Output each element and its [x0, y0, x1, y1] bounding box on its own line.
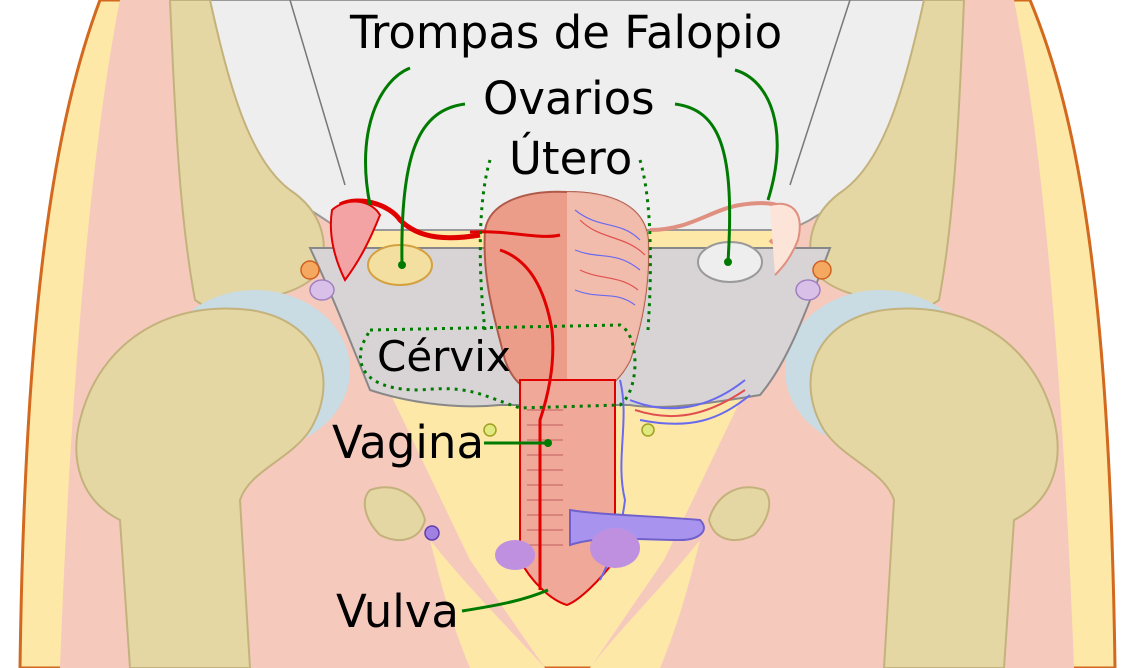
- cervix-outline: [358, 323, 637, 410]
- label-ovaries: Ovarios: [483, 72, 655, 125]
- label-cervix: Cérvix: [377, 332, 511, 381]
- leader-trompas-left: [364, 66, 411, 206]
- left-iliac-bone: [168, 0, 325, 312]
- leader-trompas-right: [734, 68, 779, 201]
- label-vulva: Vulva: [336, 585, 459, 638]
- leader-vulva: [461, 588, 549, 613]
- right-inner-thigh: [590, 540, 700, 668]
- leader-dot-vagina: [544, 439, 552, 447]
- left-inner-thigh: [430, 540, 545, 668]
- left-obturator-node: [483, 423, 497, 437]
- left-fimbriae: [329, 200, 382, 282]
- vagina-rugae: [527, 409, 563, 546]
- leader-ovarios-right: [674, 102, 732, 263]
- left-pubic-bone: [363, 486, 427, 541]
- leader-ovarios-left: [400, 102, 466, 266]
- left-femur: [75, 307, 325, 668]
- vestibular-bulb-right: [590, 528, 640, 568]
- left-lymph-node: [300, 260, 320, 280]
- label-fallopian-tubes: Trompas de Falopio: [350, 6, 783, 59]
- vagina-canal: [519, 379, 616, 607]
- right-femur: [809, 307, 1059, 668]
- right-fimbriae: [769, 202, 801, 276]
- label-vagina: Vagina: [332, 416, 485, 469]
- label-uterus: Útero: [509, 132, 633, 185]
- left-gland: [309, 279, 335, 301]
- right-lymph-node: [812, 260, 832, 280]
- right-iliac-bone: [809, 0, 966, 312]
- vestibular-bulb-left: [495, 540, 535, 570]
- right-pubic-bone: [707, 486, 771, 541]
- right-obturator-node: [641, 423, 655, 437]
- right-gland: [795, 279, 821, 301]
- leader-lines: [364, 66, 779, 613]
- small-gland-left-low: [424, 525, 440, 541]
- right-suspensory-ligament: [789, 0, 851, 186]
- left-suspensory-ligament: [289, 0, 346, 186]
- uterus-outline: [478, 159, 652, 331]
